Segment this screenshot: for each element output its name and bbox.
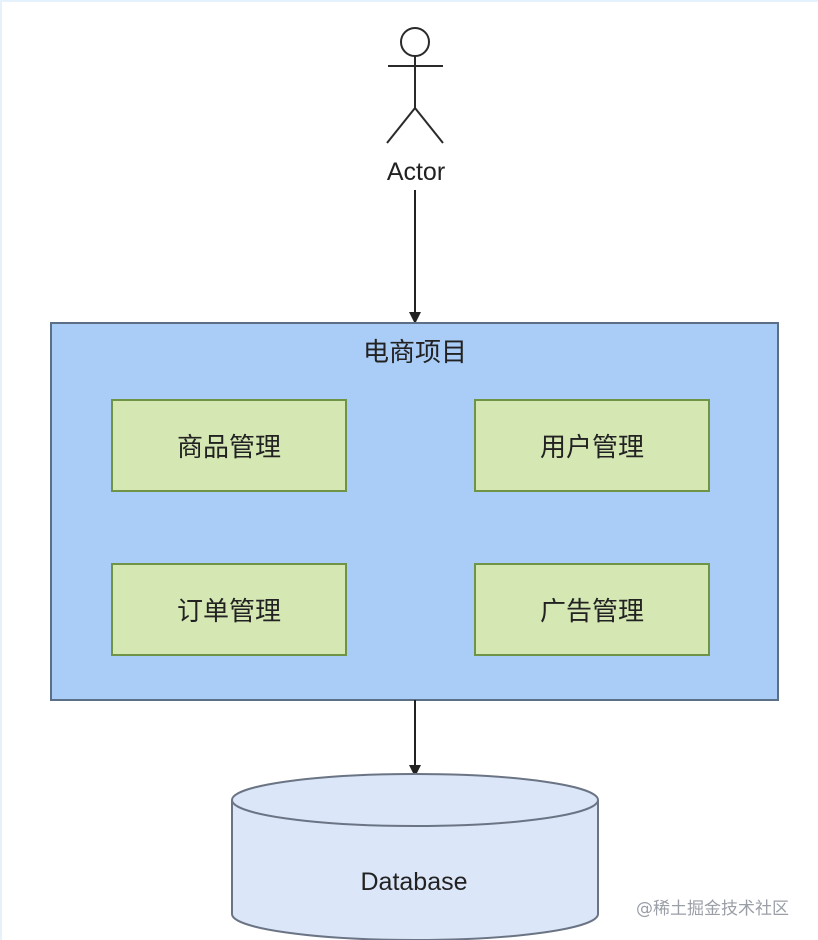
- system-title: 电商项目: [362, 338, 467, 368]
- module-label: 商品管理: [176, 433, 281, 463]
- module-order-management: 订单管理: [111, 563, 347, 656]
- database-body: [232, 800, 598, 914]
- actor-right-leg: [414, 107, 444, 144]
- database-label: Database: [360, 868, 468, 896]
- module-label: 订单管理: [176, 597, 281, 627]
- database-top: [231, 773, 599, 827]
- actor-label: Actor: [386, 158, 446, 186]
- database-sides: [231, 800, 599, 914]
- module-product-management: 商品管理: [111, 399, 347, 492]
- module-user-management: 用户管理: [474, 399, 710, 492]
- actor-stick-figure: [386, 27, 444, 144]
- module-ad-management: 广告管理: [474, 563, 710, 656]
- database-bottom-edge: [231, 913, 599, 940]
- actor-head: [400, 27, 430, 57]
- database-cylinder: [231, 773, 599, 940]
- watermark-text: @稀土掘金技术社区: [636, 899, 789, 919]
- module-label: 用户管理: [539, 433, 644, 463]
- module-label: 广告管理: [539, 597, 644, 627]
- actor-left-leg: [386, 107, 416, 144]
